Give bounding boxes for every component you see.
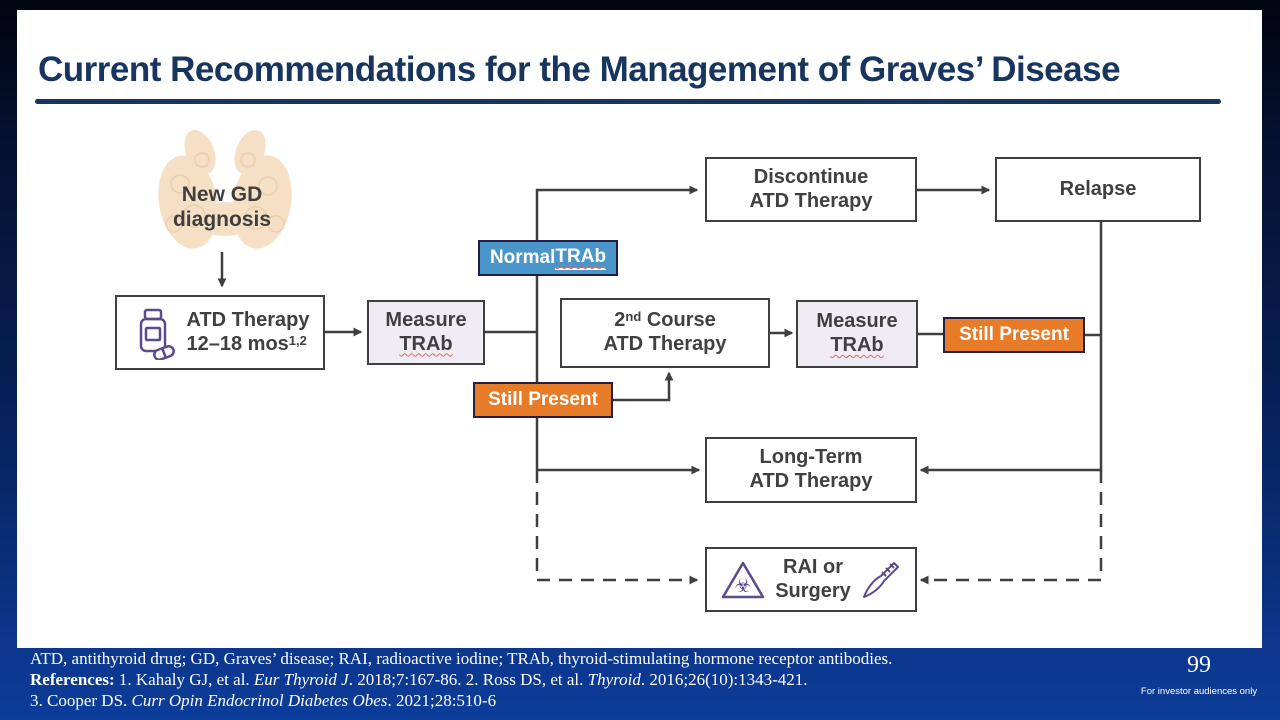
audience-note: For investor audiences only	[1140, 686, 1258, 697]
flowchart-connectors	[217, 185, 1103, 585]
atd-therapy-label: ATD Therapy 12–18 mos1,2	[186, 308, 310, 355]
box-atd-therapy: ATD Therapy 12–18 mos1,2	[115, 295, 325, 370]
page-title: Current Recommendations for the Manageme…	[38, 50, 1121, 89]
arrow-stillpresent-to-2ndcourse	[613, 371, 674, 402]
box-measure-trab-1: Measure TRAb	[367, 300, 485, 365]
line-trunk-to-discontinue	[535, 185, 699, 470]
svg-text:☣: ☣	[735, 575, 752, 597]
new-gd-diagnosis-label: New GD diagnosis	[172, 183, 272, 232]
box-long-term-atd: Long-Term ATD Therapy	[705, 437, 917, 503]
tag-still-present-2: Still Present	[943, 317, 1085, 353]
references-line-1: References: 1. Kahaly GJ, et al. Eur Thy…	[30, 670, 808, 689]
tag-normal-trab: Normal TRAb	[478, 240, 618, 276]
box-relapse: Relapse	[995, 157, 1201, 222]
box-discontinue-atd: Discontinue ATD Therapy	[705, 157, 917, 222]
box-second-course-atd: 2nd Course ATD Therapy	[560, 298, 770, 368]
rai-surgery-label: RAI or Surgery	[775, 555, 851, 602]
dashed-left-to-rai	[535, 470, 699, 585]
box-rai-or-surgery: ☣ RAI or Surgery	[705, 547, 917, 612]
thyroid-gland-icon	[150, 124, 300, 264]
dashed-right-to-rai	[919, 470, 1103, 585]
pill-bottle-icon	[139, 308, 175, 360]
title-divider	[35, 99, 1221, 104]
references-line-2: 3. Cooper DS. Curr Opin Endocrinol Diabe…	[30, 691, 497, 710]
biohazard-icon: ☣	[721, 561, 765, 598]
page-number: 99	[1187, 652, 1211, 678]
tag-still-present-1: Still Present	[473, 382, 613, 418]
scalpel-icon	[862, 561, 899, 598]
slide-content-panel: Current Recommendations for the Manageme…	[17, 10, 1262, 648]
box-measure-trab-2: Measure TRAb	[796, 300, 918, 368]
abbreviations-text: ATD, antithyroid drug; GD, Graves’ disea…	[30, 649, 893, 668]
